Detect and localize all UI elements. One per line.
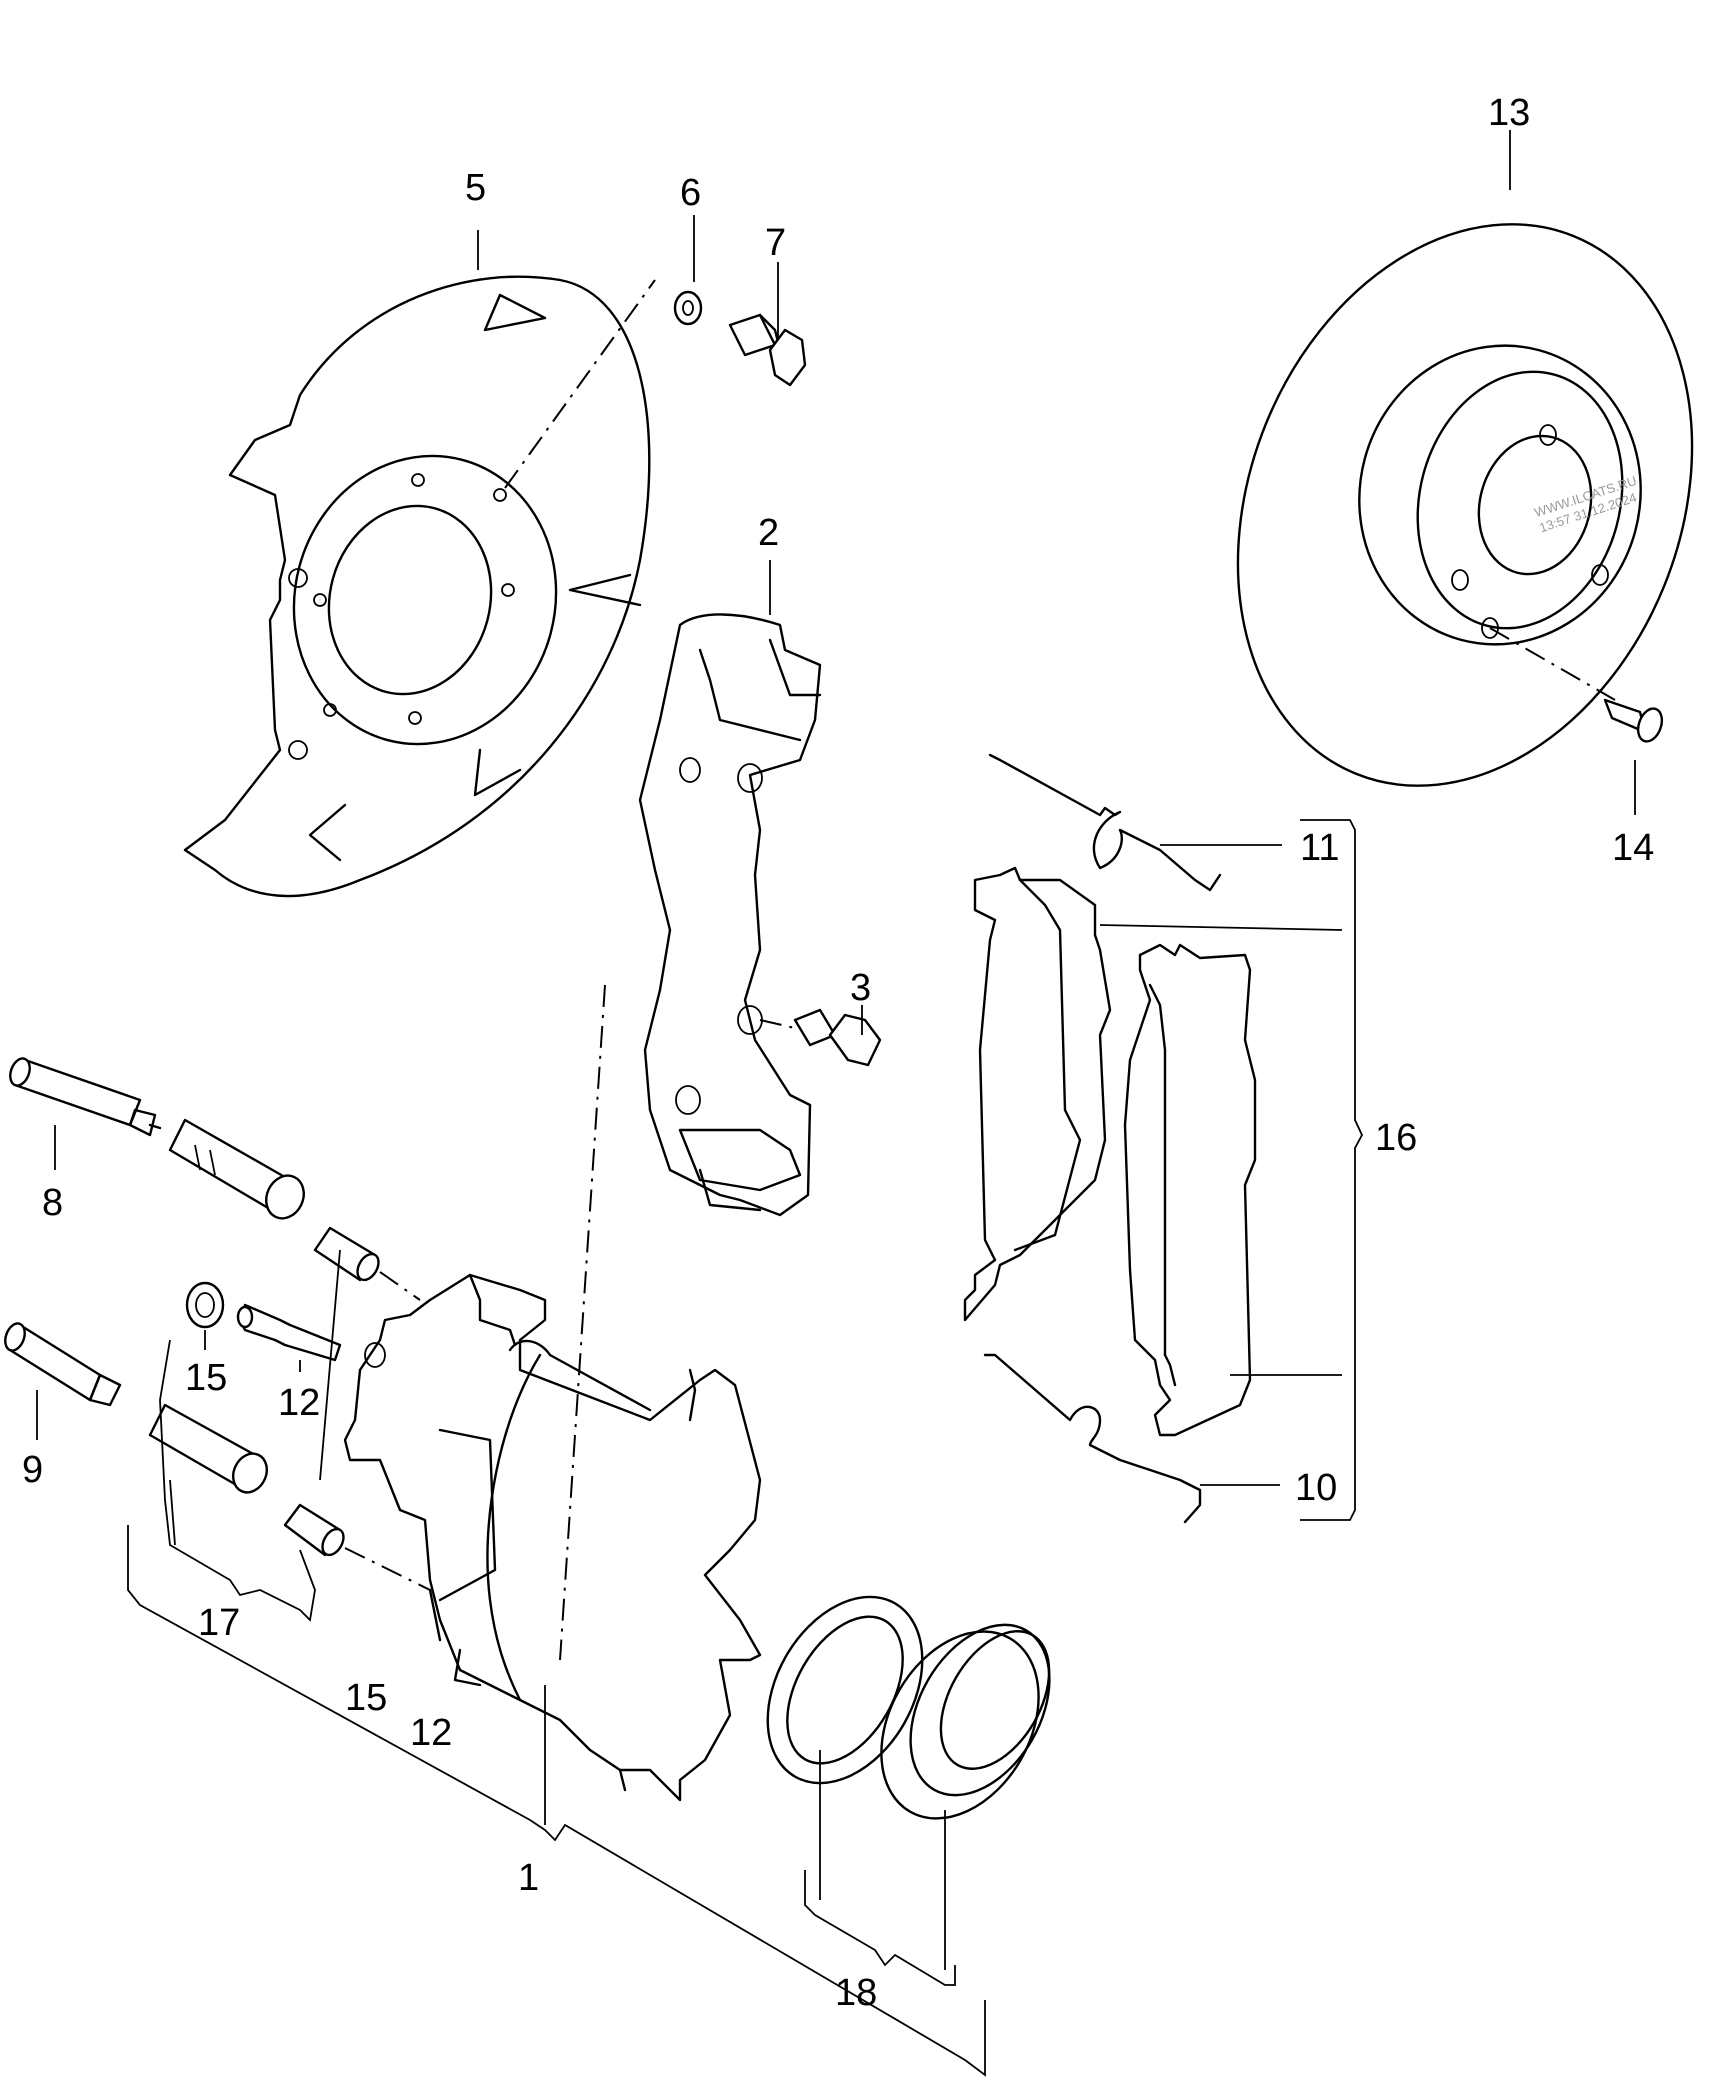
label-6: 6 xyxy=(680,172,701,214)
bleed-valve-part-12 xyxy=(236,1303,342,1362)
splash-shield-part-5 xyxy=(183,275,656,898)
label-9: 9 xyxy=(22,1449,43,1491)
caliper-housing-part-1 xyxy=(343,1273,762,1802)
leader-lines xyxy=(36,130,1636,2077)
part-labels: 5 6 7 13 2 3 11 14 16 10 8 9 15 12 17 15… xyxy=(22,92,1654,2014)
label-3: 3 xyxy=(850,967,871,1009)
label-13: 13 xyxy=(1488,92,1530,134)
screw-part-14 xyxy=(1603,698,1664,743)
label-1: 1 xyxy=(518,1857,539,1899)
sleeve-upper xyxy=(313,1226,421,1301)
label-2: 2 xyxy=(758,512,779,554)
watermark: WWW.ILCATS.RU 13:57 31.12.2024 xyxy=(1532,473,1638,535)
caliper-carrier-part-2 xyxy=(559,613,822,1661)
label-12-valve: 12 xyxy=(278,1382,320,1424)
label-10: 10 xyxy=(1295,1467,1337,1509)
dust-cap-part-15 xyxy=(185,1281,225,1329)
spring-clip-part-11 xyxy=(988,753,1222,892)
label-12-kit: 12 xyxy=(410,1712,452,1754)
label-17: 17 xyxy=(198,1602,240,1644)
spring-clip-part-10 xyxy=(983,1353,1202,1524)
sleeve-lower xyxy=(283,1503,431,1591)
washer-part-6 xyxy=(673,290,703,326)
bolt-part-7 xyxy=(728,313,807,387)
label-14: 14 xyxy=(1612,827,1654,869)
guide-bush-lower xyxy=(148,1403,268,1494)
label-15-cap: 15 xyxy=(185,1357,227,1399)
guide-bush-upper xyxy=(168,1118,305,1220)
label-8: 8 xyxy=(42,1182,63,1224)
bolt-part-3 xyxy=(759,1008,882,1067)
brake-pad-inner xyxy=(1123,943,1257,1437)
piston-seal-part-18 xyxy=(766,1595,924,1785)
guide-pin-part-8 xyxy=(9,1057,162,1137)
label-7: 7 xyxy=(765,222,786,264)
guide-pin-part-9 xyxy=(4,1322,122,1407)
label-16: 16 xyxy=(1375,1117,1417,1159)
label-5: 5 xyxy=(465,167,486,209)
label-18: 18 xyxy=(835,1972,877,2014)
label-11: 11 xyxy=(1300,827,1339,869)
brake-disc-part-13 xyxy=(1236,223,1694,787)
dust-boot-part-18 xyxy=(880,1623,1051,1820)
brake-pad-outer xyxy=(963,866,1112,1322)
label-15-kit: 15 xyxy=(345,1677,387,1719)
